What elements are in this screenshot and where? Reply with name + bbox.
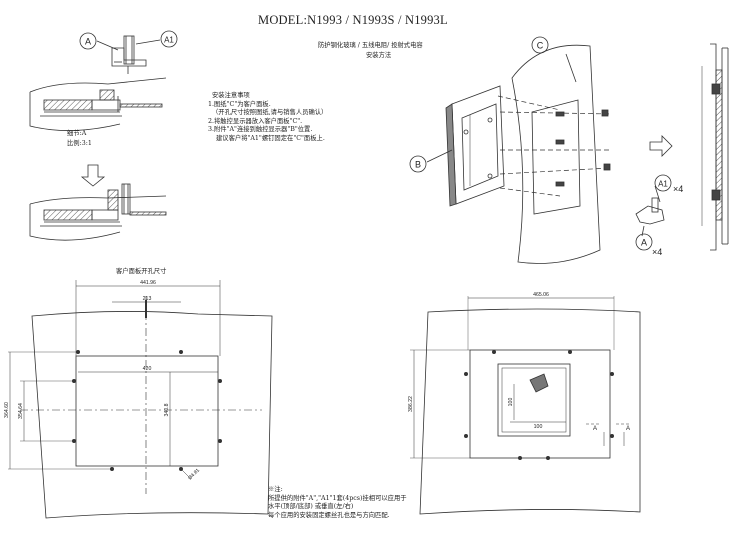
drawing-subtitle-method: 安装方法: [366, 52, 392, 59]
quantity-a1: ×4: [673, 184, 683, 194]
callout-label-a1-3d: A1: [658, 180, 668, 189]
install-notes: 安装注意事项 1.图纸"C"为客户面板. （开孔尺寸按照图纸,请与销售人员确认）…: [208, 92, 327, 144]
dim-cutout-inner-height: 340.8: [164, 403, 170, 416]
monitor-screen: [497, 363, 571, 437]
callout-label-c: C: [537, 41, 544, 51]
bracket-a-3d: [635, 205, 665, 225]
callout-label-a-3d: A: [641, 238, 647, 248]
callout-label-b: B: [415, 160, 421, 170]
dim-cutout-inner-top: 213: [143, 296, 152, 302]
front-view: [410, 296, 641, 515]
footnote-line-1: 所提供的附件"A","A1"1套(4pcs)挂相可以应用于: [268, 494, 407, 502]
callout-circle-a1-3d: [654, 174, 672, 192]
section-label-a-right: A: [626, 426, 630, 432]
install-note-1b: （开孔尺寸按照图纸,请与销售人员确认）: [212, 109, 328, 117]
install-note-3b: 建议客户将"A1"螺钉固定在"C"面板上.: [216, 134, 325, 142]
callout-label-a1: A1: [164, 36, 174, 45]
dim-cutout-width: 441.96: [140, 280, 156, 286]
callout-circle-c: [531, 36, 549, 54]
drawing-subtitle: 防护钢化玻璃 / 五线电阻/ 投射式电容: [318, 42, 423, 49]
detail-a-top-view: [29, 30, 178, 131]
detail-label: 细节:A: [67, 130, 87, 137]
dim-cutout-height-inner: 354.64: [18, 403, 24, 419]
footnote: ※注: 所提供的附件"A","A1"1套(4pcs)挂相可以应用于 水平(顶部/…: [268, 486, 407, 520]
callout-circle-a-3d: [635, 233, 653, 251]
panel-cutout: [531, 99, 581, 215]
bracket-a: [111, 47, 147, 67]
detail-scale: 比例:3:1: [67, 140, 92, 147]
monitor-frame: [469, 349, 611, 459]
right-arrow-icon: [649, 135, 673, 157]
cutout-rectangle: [75, 355, 219, 467]
callout-circle-a1: [160, 30, 178, 48]
dim-front-width: 465.06: [533, 292, 549, 298]
dim-screen-height: 100: [508, 398, 514, 407]
dim-screen-width: 100: [534, 424, 543, 430]
dim-hole-diameter: Ø4.81: [187, 467, 201, 481]
cutout-title: 客户面板开孔尺寸: [116, 268, 167, 275]
install-note-1: 1.图纸"C"为客户面板.: [208, 100, 271, 108]
detail-a-assembled: [29, 183, 167, 241]
panel-section: [43, 99, 93, 111]
customer-panel-outline: [31, 311, 273, 519]
side-view: [701, 43, 729, 251]
install-note-3: 3.附件"A"连接到触控显示器"B"位置.: [208, 126, 313, 134]
footnote-heading: ※注:: [268, 486, 283, 493]
footnote-line-3: 每个应用的安装固定螺丝孔也是与方向匹配.: [268, 511, 390, 519]
exploded-view: [409, 36, 673, 264]
customer-panel-front: [419, 308, 641, 515]
callout-circle-b: [409, 155, 427, 173]
footnote-line-2: 水平(顶部/底部) 或垂直(左/右): [268, 503, 354, 511]
install-notes-heading: 安装注意事项: [212, 92, 250, 99]
callout-circle-a: [79, 32, 97, 50]
section-label-a-left: A: [593, 426, 597, 432]
dim-cutout-inner-width: 420: [143, 366, 152, 372]
drawing-title: MODEL:N1993 / N1993S / N1993L: [258, 13, 448, 27]
dim-front-height: 386.22: [408, 396, 414, 412]
cutout-dimension-view: [8, 280, 273, 519]
customer-panel-c: [511, 44, 601, 264]
install-note-2: 2.将触控显示器放入客户面板"C".: [208, 117, 303, 125]
quantity-a: ×4: [652, 247, 662, 257]
callout-label-a: A: [85, 37, 91, 47]
down-arrow-icon: [80, 164, 106, 187]
dim-cutout-height-outer: 364.60: [4, 402, 10, 418]
